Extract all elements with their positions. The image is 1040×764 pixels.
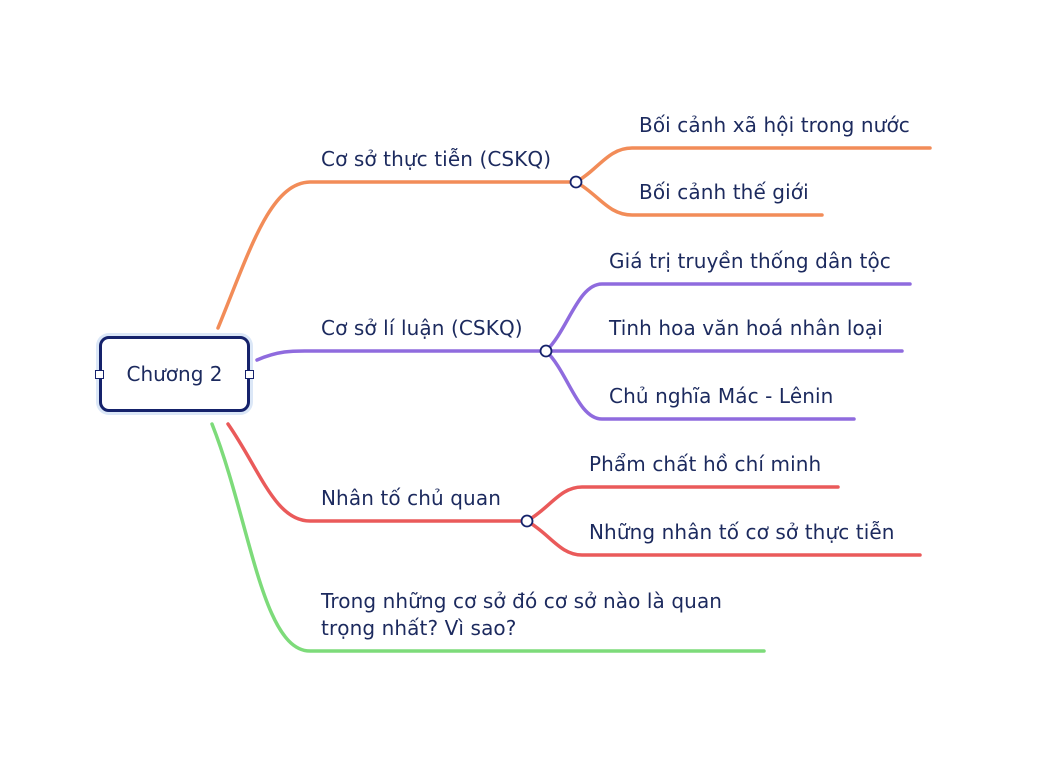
connector-root-branch-2: [255, 349, 548, 362]
connector-branch-2-child-1: [544, 282, 912, 353]
collapse-toggle-branch-3[interactable]: [520, 514, 534, 528]
branch-3-child-2-label[interactable]: Những nhân tố cơ sở thực tiễn: [589, 520, 895, 544]
root-topic-label: Chương 2: [126, 362, 223, 386]
branch-2-label[interactable]: Cơ sở lí luận (CSKQ): [321, 316, 523, 340]
connector-branch-1-child-2: [574, 180, 824, 217]
branch-2-child-1-label[interactable]: Giá trị truyền thống dân tộc: [609, 249, 891, 273]
collapse-toggle-branch-2[interactable]: [539, 344, 553, 358]
branch-1-label[interactable]: Cơ sở thực tiễn (CSKQ): [321, 147, 552, 171]
resize-handle-left[interactable]: [95, 370, 104, 379]
connector-branch-3-child-1: [525, 485, 840, 523]
branch-3-child-1-label[interactable]: Phẩm chất hồ chí minh: [589, 452, 822, 476]
branch-3-label[interactable]: Nhân tố chủ quan: [321, 486, 501, 510]
resize-handle-right[interactable]: [245, 370, 254, 379]
collapse-toggle-branch-1[interactable]: [569, 175, 583, 189]
branch-1-child-1-label[interactable]: Bối cảnh xã hội trong nước: [639, 113, 910, 137]
connector-branch-2-child-3: [544, 349, 856, 421]
connector-root-branch-4: [210, 422, 766, 653]
branch-4-label[interactable]: Trong những cơ sở đó cơ sở nào là quan t…: [321, 589, 723, 640]
root-topic[interactable]: Chương 2: [95, 336, 254, 412]
branch-2-child-3-label[interactable]: Chủ nghĩa Mác - Lênin: [609, 384, 834, 408]
connector-branch-3-child-2: [525, 519, 922, 557]
branch-2-child-2-label[interactable]: Tinh hoa văn hoá nhân loại: [609, 316, 883, 340]
connector-root-branch-3: [226, 422, 529, 523]
connector-branch-1-child-1: [574, 146, 932, 184]
connector-root-branch-1: [216, 180, 578, 330]
branch-1-child-2-label[interactable]: Bối cảnh thế giới: [639, 180, 809, 204]
